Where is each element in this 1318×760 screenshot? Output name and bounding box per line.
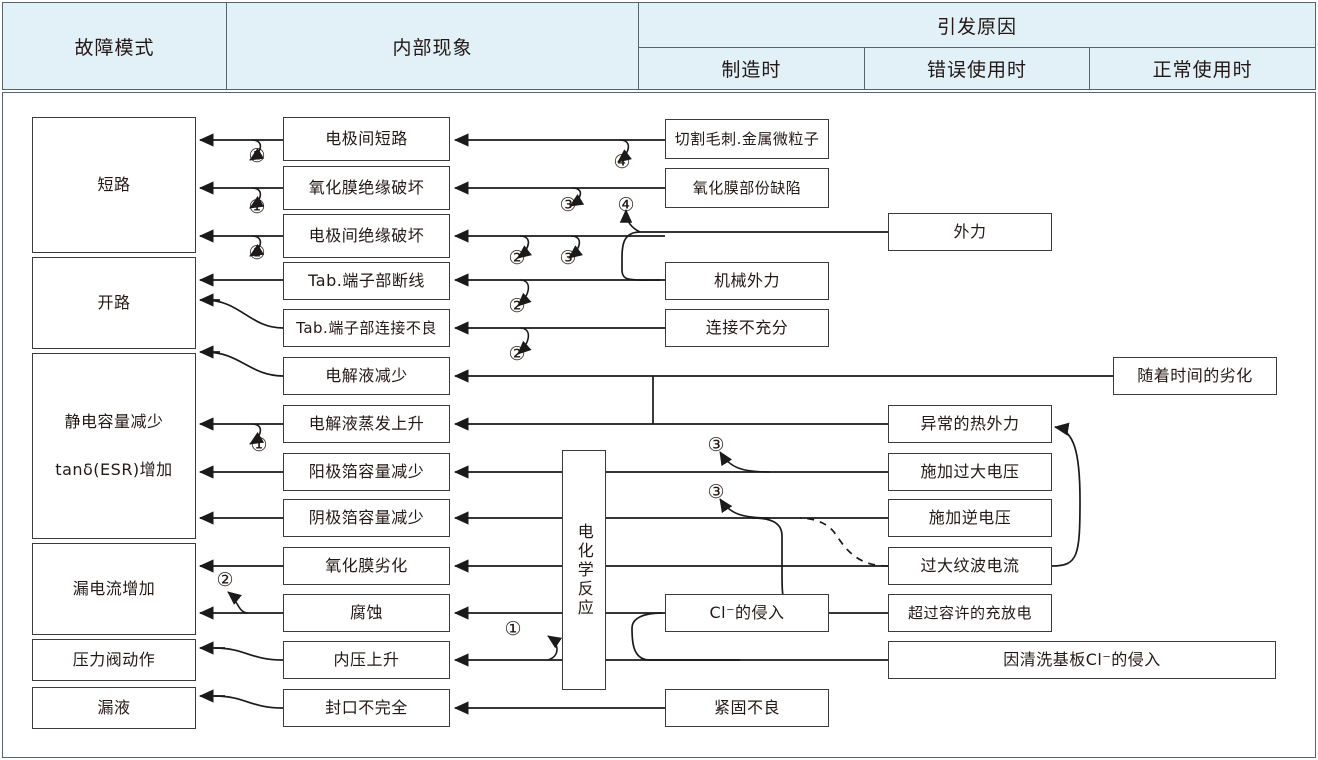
header-causes-group: 引发原因 制造时 错误使用时 正常使用时	[639, 3, 1315, 89]
phenomenon-box[interactable]: 腐蚀	[283, 594, 450, 632]
failure-mode-box[interactable]: 开路	[32, 257, 196, 349]
step-marker: ①	[248, 242, 266, 264]
header-internal-phenomenon: 内部现象	[227, 3, 639, 89]
table-header: 故障模式 内部现象 引发原因 制造时 错误使用时 正常使用时	[2, 2, 1316, 90]
header-sub-manufacturing: 制造时	[721, 59, 782, 81]
step-marker: ②	[508, 295, 526, 317]
phenomenon-box[interactable]: 氧化膜绝缘破坏	[283, 166, 450, 210]
phenomenon-box[interactable]: 电解液蒸发上升	[283, 405, 450, 443]
cause-misuse-box[interactable]: 施加过大电压	[888, 453, 1052, 491]
failure-mode-box[interactable]: 静电容量减少 tanδ(ESR)增加	[32, 353, 196, 539]
step-marker: ②	[508, 247, 526, 269]
phenomenon-box[interactable]: 电解液减少	[283, 357, 450, 395]
step-marker: ②	[508, 343, 526, 365]
failure-mode-label-line2: tanδ(ESR)增加	[55, 460, 173, 479]
step-marker: ③	[707, 481, 725, 503]
electrochemical-reaction-box[interactable]: 电化学反应	[562, 450, 606, 690]
failure-mode-box[interactable]: 压力阀动作	[32, 639, 196, 681]
step-marker: ①	[248, 196, 266, 218]
phenomenon-box[interactable]: 阳极箔容量减少	[283, 453, 450, 491]
step-marker: ④	[613, 151, 631, 173]
step-marker: ③	[559, 247, 577, 269]
cause-misuse-box[interactable]: 异常的热外力	[888, 405, 1052, 443]
cause-misuse-box[interactable]: 因清洗基板Cl⁻的侵入	[888, 641, 1276, 679]
header-sub-misuse: 错误使用时	[863, 48, 1090, 89]
phenomenon-box[interactable]: 电极间短路	[283, 117, 450, 161]
header-failure-mode: 故障模式	[3, 3, 227, 89]
cause-misuse-box[interactable]: 过大纹波电流	[888, 547, 1052, 585]
step-marker: ①	[250, 434, 268, 456]
phenomenon-box[interactable]: 阴极箔容量减少	[283, 499, 450, 537]
cause-normal-use-box[interactable]: 随着时间的劣化	[1113, 357, 1277, 395]
failure-mode-box[interactable]: 短路	[32, 117, 196, 253]
phenomenon-box[interactable]: Tab.端子部断线	[283, 262, 450, 300]
step-marker: ①	[248, 145, 266, 167]
phenomenon-box[interactable]: Tab.端子部连接不良	[283, 309, 450, 347]
phenomenon-box[interactable]: 电极间绝缘破坏	[283, 214, 450, 258]
header-causes-title: 引发原因	[639, 3, 1315, 48]
cause-manufacturing-box[interactable]: 紧固不良	[665, 689, 829, 727]
failure-mode-box[interactable]: 漏电流增加	[32, 543, 196, 635]
cause-manufacturing-box[interactable]: 机械外力	[665, 262, 829, 300]
header-sub-normal-use: 正常使用时	[1089, 48, 1315, 89]
phenomenon-box[interactable]: 封口不完全	[283, 689, 450, 727]
step-marker: ④	[617, 194, 635, 216]
step-marker: ①	[504, 618, 522, 640]
cause-misuse-box[interactable]: 超过容许的充放电	[888, 594, 1052, 632]
step-marker: ③	[559, 194, 577, 216]
cause-manufacturing-box[interactable]: 切割毛刺.金属微粒子	[665, 119, 829, 159]
failure-mode-box[interactable]: 漏液	[32, 687, 196, 729]
step-marker: ③	[707, 434, 725, 456]
step-marker: ②	[216, 569, 234, 591]
cause-misuse-box[interactable]: Cl⁻的侵入	[665, 594, 829, 632]
phenomenon-box[interactable]: 氧化膜劣化	[283, 547, 450, 585]
cause-misuse-box[interactable]: 施加逆电压	[888, 499, 1052, 537]
phenomenon-box[interactable]: 内压上升	[283, 641, 450, 679]
cause-misuse-box[interactable]: 外力	[888, 213, 1052, 251]
cause-manufacturing-box[interactable]: 连接不充分	[665, 309, 829, 347]
cause-manufacturing-box[interactable]: 氧化膜部份缺陷	[665, 168, 829, 208]
failure-mode-label-line1: 静电容量减少	[64, 412, 164, 432]
